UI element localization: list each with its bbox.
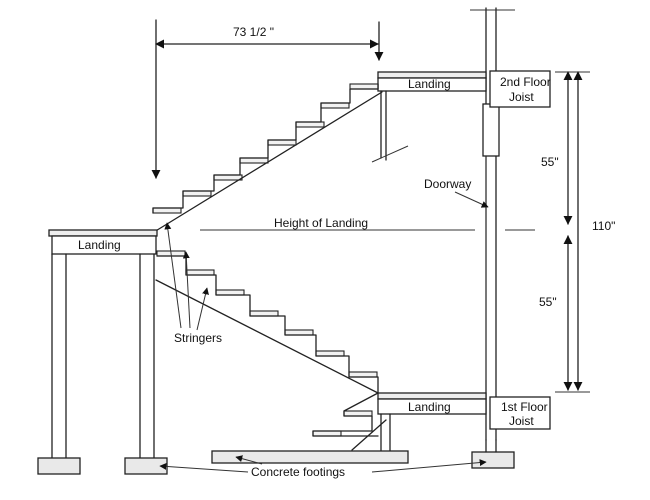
top-span-label: 73 1/2 " [233,25,274,39]
height-of-landing-label: Height of Landing [274,216,368,230]
top-span-dimension: 73 1/2 " [151,19,384,179]
stringers-label: Stringers [174,331,222,345]
doorway-label: Doorway [424,177,471,191]
middle-landing: Landing [48,229,158,459]
first-floor-joist-label-2: Joist [509,414,534,428]
lower-landing: Landing [377,392,487,453]
lower-flight [155,250,387,451]
dim-total-label: 110" [592,219,615,233]
first-floor-joist-label-1: 1st Floor [501,400,548,414]
second-floor-joist: 2nd Floor Joist [489,70,551,108]
upper-flight [152,83,383,233]
height-of-landing-line: Height of Landing [200,216,535,231]
concrete-footings-label: Concrete footings [251,465,345,479]
upper-landing-label: Landing [408,77,451,91]
height-dimensions: 55" 55" 110" [539,71,615,393]
first-floor-joist: 1st Floor Joist [489,396,551,430]
concrete-footings: Concrete footings [37,439,515,479]
stringers-callout: Stringers [164,222,222,345]
upper-landing: Landing [371,71,487,163]
dim-lower-label: 55" [539,295,557,309]
dim-upper-label: 55" [541,155,559,169]
lower-landing-label: Landing [408,400,451,414]
second-floor-joist-label-2: Joist [509,90,534,104]
middle-landing-label: Landing [78,238,121,252]
second-floor-joist-label-1: 2nd Floor [500,75,551,89]
doorway-callout: Doorway [424,177,489,208]
